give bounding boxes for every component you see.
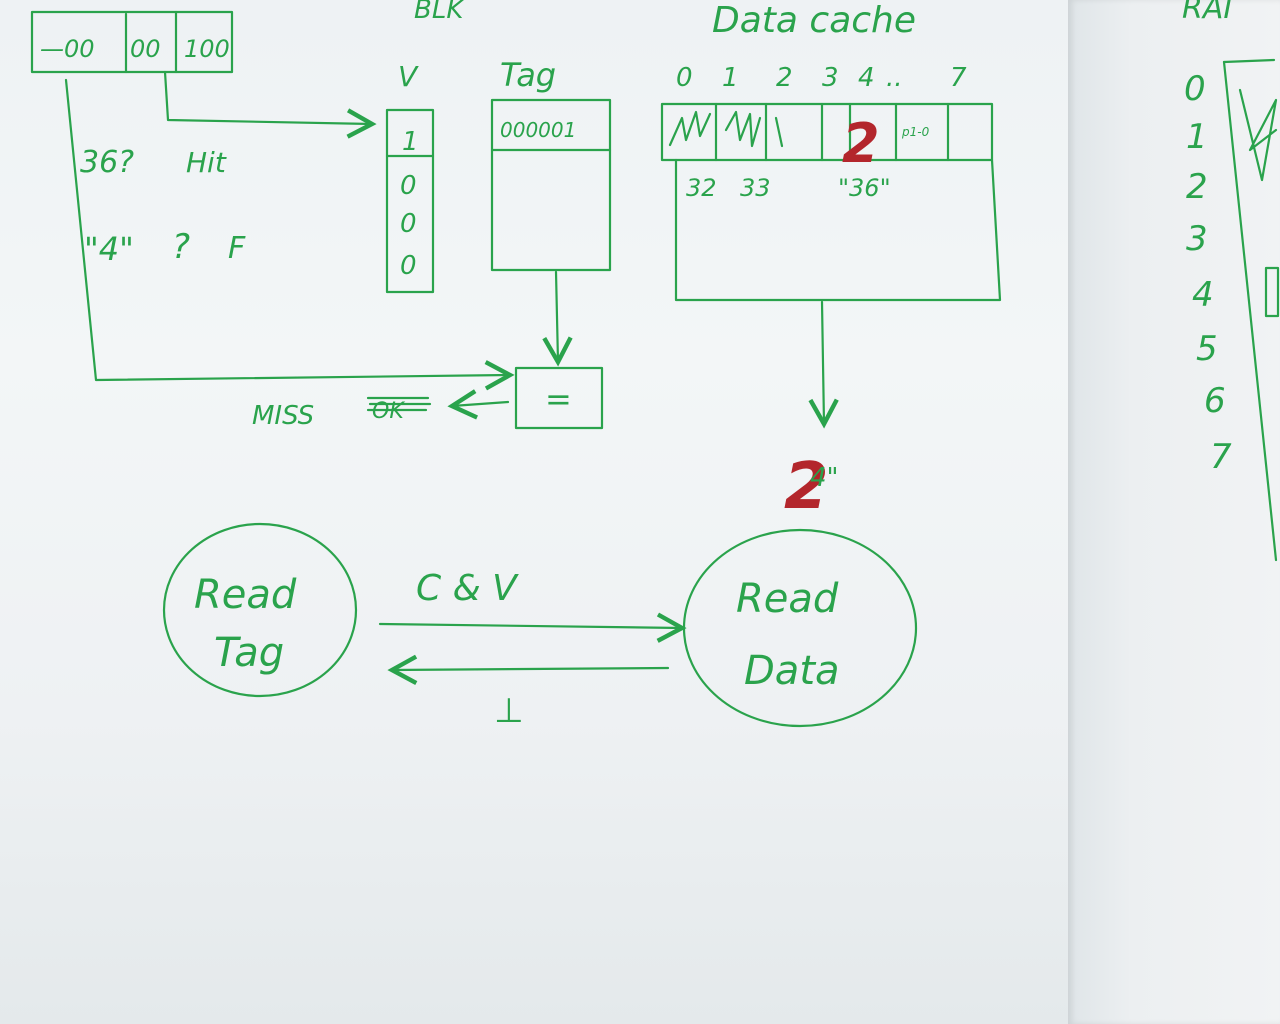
data-cache-title: Data cache: [712, 0, 916, 41]
word-label-36: "36": [838, 174, 891, 202]
transition-forward-label: C & V: [416, 568, 519, 609]
cache-index-2: 2: [776, 63, 793, 93]
state-read-tag: Read Tag: [162, 522, 358, 698]
state-read-data-circle: [682, 528, 918, 728]
state-read-data-line2: Data: [744, 648, 840, 694]
scribble-word-1: [724, 110, 762, 148]
miss-label: MISS: [252, 401, 314, 431]
cache-index-0: 0: [676, 63, 693, 93]
right-row-1: 1: [1186, 117, 1208, 157]
note-f: F: [228, 231, 246, 266]
right-row-5: 5: [1196, 329, 1218, 369]
cache-index-ellipsis: ..: [886, 63, 903, 93]
handwritten-notes: 36? Hit "4" ? F: [80, 145, 246, 268]
cache-output-arrow: [822, 300, 824, 424]
tag-header: Tag: [500, 56, 556, 94]
right-page-scribble: [1238, 88, 1278, 182]
right-row-4: 4: [1192, 275, 1214, 315]
output-green-value: 4": [810, 463, 839, 493]
right-paper-sheet: [1068, 0, 1280, 1024]
cache-row-0: [660, 102, 994, 162]
cache-index-4: 4: [858, 63, 875, 93]
comparator: =: [514, 366, 604, 430]
transition-forward-arrow: [378, 624, 682, 628]
cache-small-cell-text: p1-0: [901, 125, 930, 139]
valid-bit-0: 1: [402, 127, 419, 157]
valid-bit-1: 0: [400, 171, 417, 201]
comparator-symbol: =: [545, 380, 572, 418]
note-question: ?: [172, 227, 190, 267]
valid-column-box: [385, 108, 435, 294]
address-register: —00 00 100: [30, 10, 234, 74]
address-cell-tag: —00: [40, 35, 95, 63]
state-read-data-line1: Read: [736, 576, 839, 622]
right-page-content: RAI 0 1 2 3 4 5 6 7: [1182, 0, 1280, 562]
comparator-output-arrow: [452, 402, 510, 406]
cache-red-mark: 2: [842, 112, 880, 175]
blk-label: BLK: [414, 0, 465, 25]
right-row-7: 7: [1210, 437, 1232, 477]
word-label-33: 33: [740, 174, 771, 202]
scribble-word-0: [668, 110, 712, 147]
comparator-box: [514, 366, 604, 430]
right-page-marker: [1264, 266, 1280, 318]
address-cell-index: 00: [130, 35, 161, 63]
cache-index-1: 1: [722, 63, 739, 93]
tag-column: 000001: [490, 98, 612, 272]
address-cell-offset: 100: [184, 35, 230, 63]
tag-column-box: [490, 98, 612, 272]
right-row-3: 3: [1186, 219, 1208, 259]
cache-index-3: 3: [822, 63, 839, 93]
transition-back-label: ⊥: [494, 691, 524, 731]
right-row-2: 2: [1186, 167, 1208, 207]
note-36: 36?: [80, 145, 134, 180]
right-row-0: 0: [1184, 69, 1206, 109]
index-to-valid-arrow: [163, 70, 372, 124]
valid-bit-2: 0: [400, 209, 417, 239]
tag-to-comparator-arrow: [64, 78, 510, 380]
strike-marks: [366, 396, 432, 412]
tag-entry: 000001: [500, 118, 576, 142]
crossed-out-ok: OK: [372, 399, 405, 424]
note-4: "4": [84, 230, 134, 268]
transition-back-arrow: [392, 668, 670, 670]
state-read-data: Read Data: [682, 528, 918, 728]
data-cache-array: p1-0: [660, 102, 1002, 302]
word-label-32: 32: [686, 174, 717, 202]
address-box: [30, 10, 234, 74]
data-cache-indices: 0 1 2 3 4 .. 7: [676, 63, 967, 93]
valid-bits-column: 1 0 0 0: [385, 108, 435, 294]
state-read-tag-circle: [162, 522, 358, 698]
state-read-tag-line1: Read: [194, 572, 297, 618]
valid-bit-3: 0: [400, 251, 417, 281]
valid-header: V: [398, 60, 419, 93]
right-page-heading: RAI: [1182, 0, 1232, 26]
scribble-word-2: [774, 116, 784, 148]
right-row-6: 6: [1204, 381, 1226, 421]
cache-index-7: 7: [950, 63, 967, 93]
note-hit: Hit: [186, 146, 227, 179]
state-read-tag-line2: Tag: [214, 630, 284, 676]
cache-body-outline: [674, 158, 1002, 302]
output-red-value: 2: [784, 450, 829, 524]
tag-to-comparator-down-arrow: [556, 270, 558, 362]
